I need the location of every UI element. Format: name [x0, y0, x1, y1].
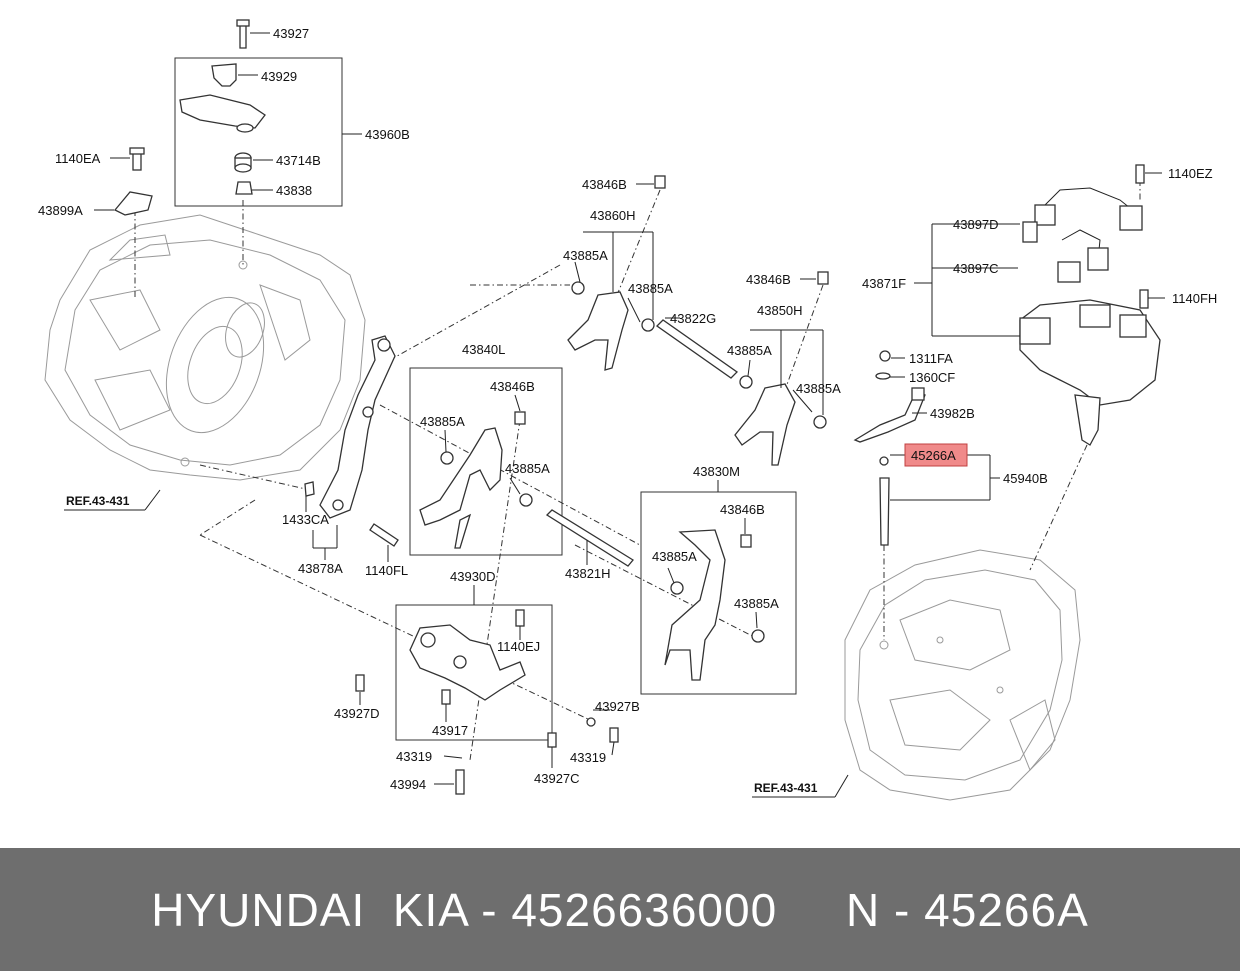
label-43838: 43838 [276, 183, 312, 198]
footer-text: HYUNDAI KIA - 4526636000 N - 45266A [151, 883, 1089, 936]
label-43927b: 43927B [595, 699, 640, 714]
label-45940b: 45940B [1003, 471, 1048, 486]
label-43871f: 43871F [862, 276, 906, 291]
label-43821h: 43821H [565, 566, 611, 581]
label-43860h: 43860H [590, 208, 636, 223]
label-1140fh: 1140FH [1172, 291, 1217, 306]
shift-actuator-43871f [1019, 164, 1161, 446]
label-1311fa: 1311FA [909, 351, 953, 366]
label-43982b: 43982B [930, 406, 975, 421]
label-43319-a: 43319 [396, 749, 432, 764]
label-43885a-f: 43885A [505, 461, 550, 476]
label-43846b-c: 43846B [490, 379, 535, 394]
label-43899a: 43899A [38, 203, 83, 218]
label-43822g: 43822G [670, 311, 716, 326]
part-labels: 43927 43929 43960B 43714B 43838 1140EA 4… [38, 26, 1217, 795]
label-43830m: 43830M [693, 464, 740, 479]
label-1360cf: 1360CF [909, 370, 955, 385]
clip-1140ea [113, 147, 153, 216]
select-shaft-45940b [853, 350, 926, 546]
label-1140ez: 1140EZ [1168, 166, 1213, 181]
transmission-case-left [44, 214, 366, 481]
parts-diagram: 43927 43929 43960B 43714B 43838 1140EA 4… [38, 19, 1217, 801]
label-43714b: 43714B [276, 153, 321, 168]
label-43885a-e: 43885A [420, 414, 465, 429]
label-43850h: 43850H [757, 303, 803, 318]
label-45266a: 45266A [911, 448, 956, 463]
shift-lever-43878a [304, 335, 399, 547]
label-43885a-a: 43885A [563, 248, 608, 263]
label-43994: 43994 [390, 777, 426, 792]
label-43927: 43927 [273, 26, 309, 41]
label-43885a-c: 43885A [727, 343, 772, 358]
label-43878a: 43878A [298, 561, 343, 576]
label-43846b-a: 43846B [582, 177, 627, 192]
ref-label-right: REF.43-431 [754, 781, 818, 795]
label-43885a-d: 43885A [796, 381, 841, 396]
label-43840l: 43840L [462, 342, 505, 357]
label-43930d: 43930D [450, 569, 496, 584]
shift-fork-43840l [419, 411, 533, 549]
label-43885a-g: 43885A [652, 549, 697, 564]
label-43846b-b: 43846B [746, 272, 791, 287]
label-43929: 43929 [261, 69, 297, 84]
label-1140ea: 1140EA [55, 151, 101, 166]
leader-lines [64, 32, 1165, 798]
label-43927d: 43927D [334, 706, 380, 721]
alignment-lines [134, 180, 1141, 761]
lever-assembly-43930d [355, 609, 619, 795]
label-43846b-d: 43846B [720, 502, 765, 517]
transmission-case-right [844, 549, 1081, 801]
ref-label-left: REF.43-431 [66, 494, 130, 508]
part-number-footer: HYUNDAI KIA - 4526636000 N - 45266A [0, 848, 1240, 971]
label-43960b: 43960B [365, 127, 410, 142]
shift-fork-43850h [734, 271, 829, 466]
exploded-view-svg: 43927 43929 43960B 43714B 43838 1140EA 4… [38, 19, 1217, 801]
label-1140fl: 1140FL [365, 563, 408, 578]
label-43885a-b: 43885A [628, 281, 673, 296]
label-43917: 43917 [432, 723, 468, 738]
label-43319-b: 43319 [570, 750, 606, 765]
label-43897c: 43897C [953, 261, 999, 276]
label-1140ej: 1140EJ [497, 639, 540, 654]
label-1433ca: 1433CA [282, 512, 329, 527]
label-43927c: 43927C [534, 771, 580, 786]
label-43897d: 43897D [953, 217, 999, 232]
shift-rails [545, 319, 739, 567]
label-43885a-h: 43885A [734, 596, 779, 611]
highlight-box-45266a [904, 443, 968, 467]
shift-fork-43860h [567, 175, 666, 371]
detent-bracket-group [179, 19, 266, 195]
shift-fork-43830m [664, 529, 765, 681]
